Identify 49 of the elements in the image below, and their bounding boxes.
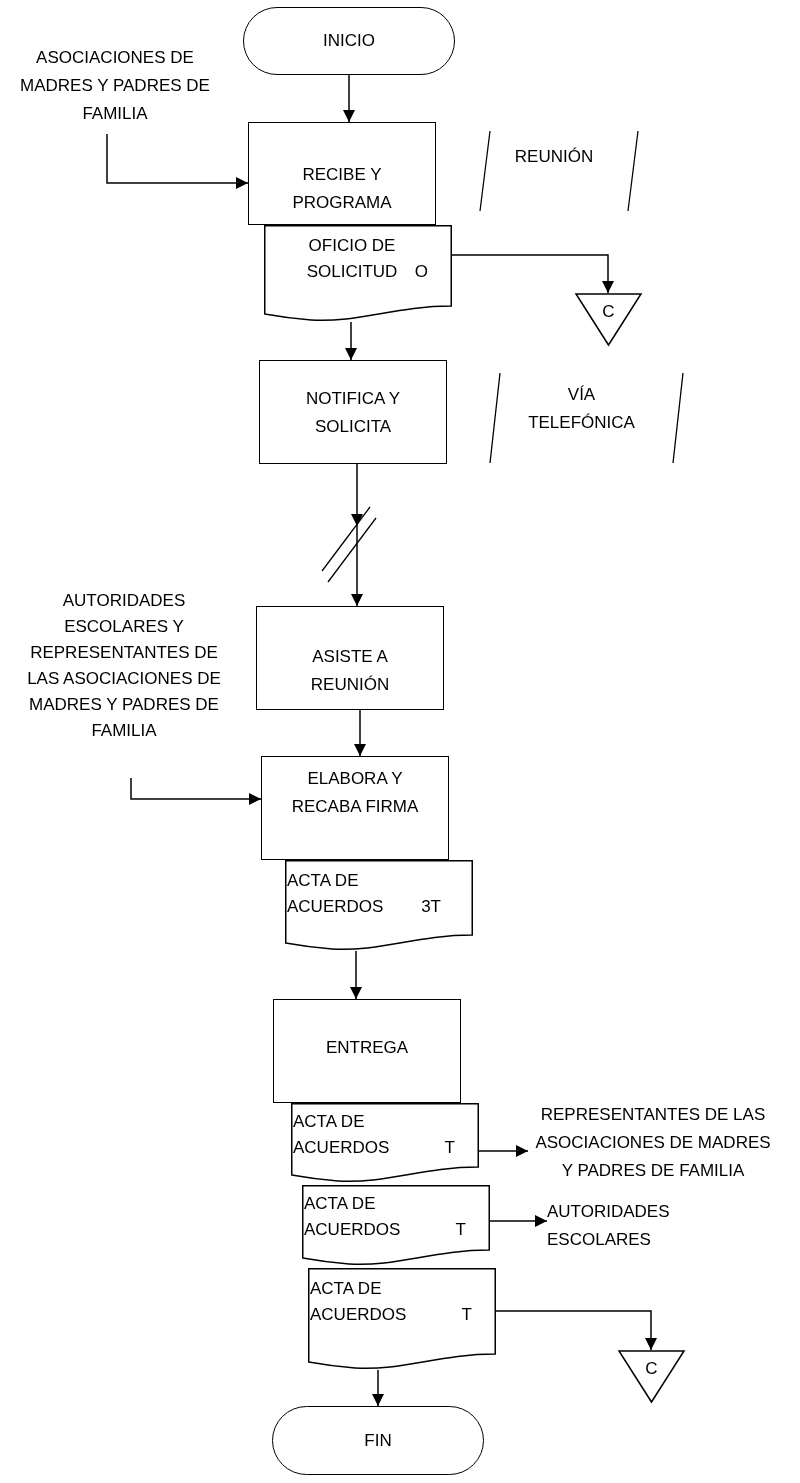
copy-mark: O — [414, 261, 428, 283]
copy-mark: 3T — [421, 896, 441, 918]
process-box — [273, 999, 461, 1103]
arrow — [345, 321, 357, 361]
connector-label: C — [644, 1358, 659, 1380]
document-shape — [264, 225, 452, 322]
arrow — [354, 709, 366, 757]
document-shape — [285, 860, 473, 951]
arrow — [451, 254, 614, 294]
process-label: NOTIFICA Y SOLICITA — [304, 388, 402, 438]
document-label: ACTA DE ACUERDOS — [304, 1193, 402, 1241]
document-shape — [291, 1103, 479, 1183]
process-box — [261, 756, 449, 860]
process-label: ELABORA Y RECABA FIRMA — [290, 768, 420, 818]
document-label: OFICIO DE SOLICITUD — [305, 235, 399, 283]
process-label: RECIBE Y PROGRAMA — [291, 164, 393, 214]
connector-triangle — [618, 1350, 685, 1403]
annotation-label: VÍA TELEFÓNICA — [527, 384, 636, 434]
document-label: ACTA DE ACUERDOS — [310, 1278, 408, 1326]
copy-mark: T — [444, 1137, 455, 1159]
arrow — [350, 950, 362, 1000]
document-label: ACTA DE ACUERDOS — [287, 870, 385, 918]
arrow — [106, 133, 249, 189]
process-box — [256, 606, 444, 710]
process-label: ENTREGA — [324, 1037, 410, 1059]
terminal-label: INICIO — [323, 31, 375, 51]
terminal-label: FIN — [364, 1430, 392, 1451]
actor-label: ASOCIACIONES DE MADRES Y PADRES DE FAMILIA — [19, 47, 211, 125]
process-label: ASISTE A REUNIÓN — [309, 646, 391, 696]
copy-mark: T — [455, 1219, 466, 1241]
process-box — [248, 122, 436, 225]
connector-label: C — [601, 301, 616, 323]
arrow — [478, 1145, 529, 1157]
arrow — [495, 1310, 657, 1351]
actor-label: REPRESENTANTES DE LAS ASOCIACIONES DE MADRES Y PADRES DE FAMILIA — [534, 1104, 772, 1182]
arrow — [372, 1369, 384, 1407]
copy-mark: T — [461, 1304, 472, 1326]
arrow — [351, 463, 363, 607]
document-label: ACTA DE ACUERDOS — [293, 1111, 391, 1159]
annotation-label: REUNIÓN — [513, 146, 595, 168]
connector-triangle — [575, 293, 642, 346]
document-shape — [302, 1185, 490, 1266]
arrow — [489, 1215, 548, 1227]
arrow — [343, 74, 355, 123]
actor-label: AUTORIDADES ESCOLARES — [547, 1201, 671, 1251]
arrow — [130, 777, 262, 805]
actor-label: AUTORIDADES ESCOLARES Y REPRESENTANTES DE LAS ASOCIACIONES DE MADRES Y PADRES DE FAMILIA — [26, 590, 222, 742]
process-box — [259, 360, 447, 464]
document-shape — [308, 1268, 496, 1370]
